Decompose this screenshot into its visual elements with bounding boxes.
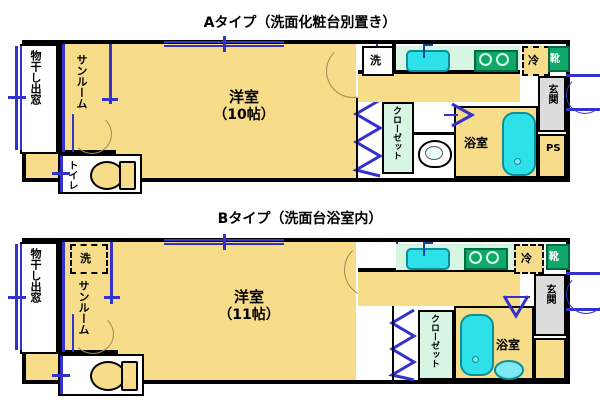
room-name-a: 洋室 （10帖） xyxy=(184,88,304,124)
entrance-b xyxy=(534,274,566,336)
shoebox-b xyxy=(546,244,570,270)
floorplan-type-b: 物干し出窓 サンルーム 洗 洋室 （11帖） 冷 靴 玄関 xyxy=(8,234,600,396)
door-arc-sunroom-b xyxy=(72,314,114,354)
wall-closet-left-a xyxy=(356,98,358,178)
wall-washer-right-a xyxy=(392,44,396,72)
bathroom-door-b xyxy=(502,295,530,319)
sunroom-door-handle-a xyxy=(102,98,118,101)
window-left-handle-a xyxy=(8,96,26,99)
sunroom-label-a: サンルーム xyxy=(75,54,88,109)
shoebox-a xyxy=(548,46,570,72)
door-arc-entrance-a xyxy=(566,76,600,114)
closet-label-b: クローゼット xyxy=(429,314,439,368)
door-arc-entrance-b xyxy=(566,274,600,314)
wall-sunroom-left-a xyxy=(58,44,62,154)
wall-sunroom-left-b xyxy=(58,242,62,354)
room-label-a: 洋室 xyxy=(228,88,259,106)
door-leaf-sunroom-a xyxy=(72,114,74,152)
pipe-space-label-a: PS xyxy=(546,143,561,154)
shoebox-label-a: 靴 xyxy=(550,54,560,65)
bathtub-a xyxy=(502,112,536,176)
toilet-label-a: トイレ xyxy=(66,160,77,190)
door-leaf-sunroom-b xyxy=(72,314,74,352)
kitchen-sink-a xyxy=(406,50,450,72)
pipe-space-a xyxy=(538,134,566,178)
wall-basin-a xyxy=(414,132,454,135)
front-door-handle-b xyxy=(566,308,600,311)
storage-b xyxy=(534,338,566,380)
fridge-label-b: 冷 xyxy=(521,252,532,265)
kitchen-sink-b xyxy=(406,248,450,270)
closet-a xyxy=(382,102,414,174)
closet-label-a: クローゼット xyxy=(391,106,401,160)
sunroom-door-a1 xyxy=(62,44,65,152)
door-arc-sunroom-a xyxy=(72,114,112,154)
toilet-tank-b xyxy=(121,361,138,391)
bathroom-label-b: 浴室 xyxy=(496,338,521,352)
window-top-handle-a xyxy=(223,36,226,52)
front-door-leaf-b xyxy=(566,272,600,275)
corridor-a xyxy=(358,74,520,102)
stove-burner-a1 xyxy=(479,53,492,66)
sunroom-door-a2 xyxy=(109,44,112,104)
sunroom-door-handle-b xyxy=(104,296,120,299)
washbasin-bowl-a xyxy=(425,146,443,160)
room-name-b: 洋室 （11帖） xyxy=(184,288,314,324)
washer-label-a: 洗 xyxy=(370,54,381,67)
entrance-a xyxy=(538,76,566,132)
bathroom-label-a: 浴室 xyxy=(464,136,489,150)
bathtub-b xyxy=(460,314,494,376)
front-door-leaf-a xyxy=(566,74,600,77)
wall-outer-bottom-b xyxy=(22,380,570,384)
bathroom-door-handle-a xyxy=(444,114,458,116)
bathtub-drain-b xyxy=(472,356,479,363)
washer-label-b: 洗 xyxy=(80,252,91,265)
plan-b-title: Bタイプ（洗面台浴室内） xyxy=(217,211,383,227)
bay-window-label-a: 物干し出窓 xyxy=(29,50,42,105)
washbasin-b xyxy=(494,360,524,380)
wall-outer-bottom-a xyxy=(22,178,570,182)
shoebox-label-b: 靴 xyxy=(549,252,559,263)
toilet-door-handle-a xyxy=(52,172,70,175)
wall-kitchen-bottom-a xyxy=(358,70,520,74)
toilet-bowl-a xyxy=(90,161,124,190)
sunroom-door-b1 xyxy=(62,242,65,352)
entrance-label-b: 玄関 xyxy=(544,284,555,304)
stove-burner-a2 xyxy=(496,53,509,66)
bathtub-drain-a xyxy=(514,158,521,165)
room-size-b: （11帖） xyxy=(218,306,280,323)
kitchen-faucet-a xyxy=(423,44,433,58)
toilet-tank-a xyxy=(119,161,136,190)
fridge-b xyxy=(514,244,544,274)
bathroom-door-a xyxy=(451,102,476,128)
washer-b xyxy=(70,244,108,274)
wall-outer-right-a xyxy=(566,40,570,182)
door-arc-room-a xyxy=(326,44,380,98)
room-label-b: 洋室 xyxy=(233,288,264,306)
corridor-b xyxy=(358,272,520,306)
sunroom-door-b2 xyxy=(110,242,113,304)
bathroom-door-handle-b xyxy=(504,296,530,298)
wall-closet-left-b xyxy=(392,306,394,382)
plan-a-title: Aタイプ（洗面化粧台別置き） xyxy=(203,15,397,31)
wall-corridor-bottom-b xyxy=(358,268,520,272)
bay-window-label-b: 物干し出窓 xyxy=(29,248,42,303)
window-left-handle-b xyxy=(8,296,26,299)
entrance-label-a: 玄関 xyxy=(546,84,557,104)
floorplan-type-a: 物干し出窓 サンルーム トイレ 洋室 （10帖） クローゼット xyxy=(8,36,600,194)
closet-b xyxy=(418,310,454,380)
stove-burner-b1 xyxy=(469,251,482,264)
kitchen-faucet-b xyxy=(423,242,433,256)
front-door-handle-a xyxy=(566,108,600,111)
room-size-a: （10帖） xyxy=(213,106,275,123)
wall-outer-top-a xyxy=(22,40,570,44)
fridge-label-a: 冷 xyxy=(528,54,539,67)
window-top-handle-b xyxy=(223,234,226,250)
toilet-door-handle-b xyxy=(52,374,70,377)
stove-burner-b2 xyxy=(486,251,499,264)
wall-outer-right-b xyxy=(566,238,570,384)
wall-outer-top-b xyxy=(22,238,570,242)
